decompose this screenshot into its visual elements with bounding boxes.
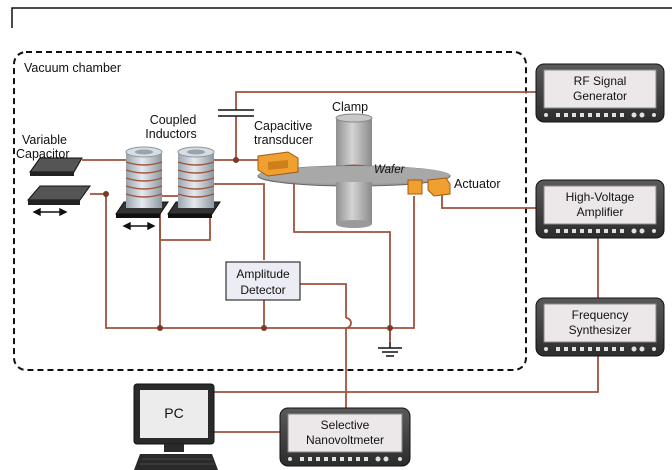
inductor-windings: [125, 161, 215, 198]
control-buttons: [544, 228, 656, 234]
pc-keyboard: [134, 454, 218, 470]
wire-inductor-right-bottom: [159, 190, 211, 241]
instrument-screen: [543, 303, 657, 343]
pc-screen: [140, 390, 208, 438]
wire-actuator-right: [441, 190, 537, 209]
wire-detector-out: [298, 283, 347, 318]
junction-dot: [387, 325, 393, 331]
junction-dots: [103, 157, 393, 331]
instrument-freq-synth: [535, 297, 665, 357]
coupled-inductors-label-line1: Coupled: [149, 113, 197, 127]
pc-label: PC: [164, 405, 184, 421]
amplitude-detector-label-line2: Detector: [240, 283, 286, 297]
varcap-top-plate-face: [30, 172, 74, 176]
wire-coupling-capacitor-lower: [214, 116, 237, 161]
amplitude-detector-label-line1: Amplitude: [236, 267, 290, 281]
vacuum-chamber-label: Vacuum chamber: [24, 61, 122, 75]
double-arrow-icon: [122, 221, 156, 231]
clamp-lower: [336, 182, 372, 224]
double-arrow-icon: [32, 207, 68, 217]
capacitive-transducer: [257, 151, 299, 177]
clamp-assembly: [257, 113, 451, 228]
inductor-left-base-face: [116, 214, 160, 218]
control-buttons: [544, 346, 656, 352]
junction-dot: [261, 325, 267, 331]
instrument-hv-amplifier: [535, 179, 665, 239]
actuator-pad: [407, 179, 423, 195]
capacitive-transducer-label-line2: transducer: [254, 133, 314, 147]
hv-amplifier-label-line1: High-Voltage: [565, 190, 635, 204]
wire-varcap-bottom: [90, 193, 390, 329]
rf-generator-label-line1: RF Signal: [573, 74, 627, 88]
wafer-top: [258, 166, 450, 184]
keyboard-keys: [140, 458, 214, 465]
junction-dot: [233, 157, 239, 163]
wire-synth-to-pc: [214, 354, 599, 393]
hv-amplifier-label-line2: Amplifier: [576, 205, 624, 219]
wire-rf-feed: [235, 91, 537, 110]
freq-synth-label-line2: Synthesizer: [568, 323, 632, 337]
control-buttons: [288, 456, 402, 462]
coupled-inductors-label-line2: Inductors: [145, 127, 197, 141]
coupled-inductors: [115, 146, 221, 231]
inductor-left-hole: [135, 149, 153, 155]
clamp-label: Clamp: [332, 100, 369, 114]
instrument-screen: [543, 69, 657, 109]
ground-symbol: [378, 342, 402, 357]
instrument-rf-generator: [535, 63, 665, 123]
varcap-bottom-plate: [26, 185, 91, 201]
junction-dot: [103, 191, 109, 197]
variable-capacitor: [26, 157, 91, 217]
actuator: [407, 177, 451, 197]
pc-stand: [164, 444, 184, 452]
freq-synth-label-line1: Frequency: [571, 308, 629, 322]
inductor-right-hole: [187, 149, 205, 155]
instrument-screen: [287, 413, 403, 453]
wire-actuator-left: [390, 196, 415, 329]
amplitude-detector-box: [225, 261, 301, 301]
control-buttons: [544, 112, 656, 118]
rf-generator-label-line2: Generator: [572, 89, 628, 103]
instrument-nanovoltmeter: [279, 407, 411, 467]
capacitive-transducer-label-line1: Capacitive: [254, 119, 313, 133]
clamp-upper: [336, 118, 372, 168]
actuator-label: Actuator: [454, 177, 501, 191]
clamp-upper-top: [335, 113, 373, 123]
wire-transducer-lead: [293, 176, 391, 340]
nanovoltmeter-label-line1: Selective: [320, 418, 370, 432]
wafer-label: Wafer: [374, 164, 405, 176]
pc-computer: [133, 383, 218, 470]
vacuum-chamber-border: [13, 51, 527, 371]
variable-capacitor-label-line1: Variable: [22, 133, 67, 147]
wire-inductor-right-top: [208, 183, 265, 260]
clamp-lower-bottom: [336, 220, 372, 228]
varcap-bottom-plate-face: [28, 200, 80, 205]
wire-detector-jump: [345, 317, 352, 329]
instrument-screen: [543, 185, 657, 225]
variable-capacitor-label-line2: Capacitor: [16, 147, 70, 161]
coupling-capacitor: [218, 109, 254, 117]
frame-top-line: [11, 7, 672, 28]
inductor-right-base-face: [168, 214, 212, 218]
junction-dot: [157, 325, 163, 331]
nanovoltmeter-label-line2: Nanovoltmeter: [305, 433, 385, 447]
